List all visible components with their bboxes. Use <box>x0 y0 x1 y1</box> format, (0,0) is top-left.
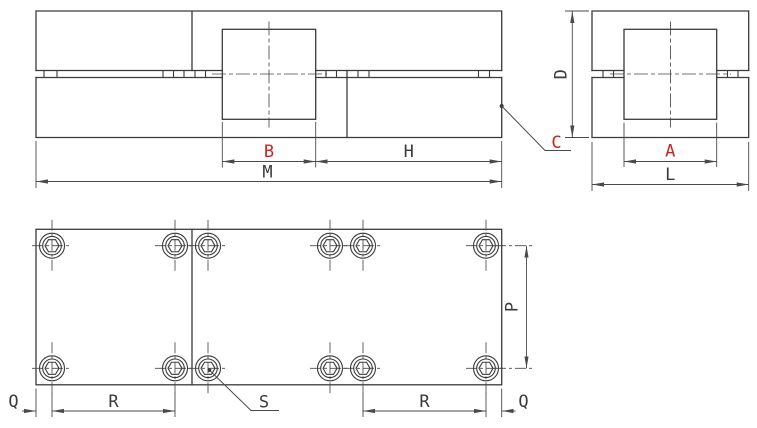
callout-label-S: S <box>259 393 269 413</box>
dimension-P: P <box>495 245 533 369</box>
screw-hole <box>31 341 73 395</box>
screw-hole <box>342 219 384 273</box>
front-view <box>35 10 503 139</box>
dimension-D: D <box>552 10 589 138</box>
plate-outline <box>35 228 503 386</box>
dimension-B: B <box>221 122 317 168</box>
callout-C: C <box>499 104 571 153</box>
dim-label-B: B <box>264 142 274 162</box>
dimension-L: L <box>591 142 750 191</box>
dimension-A: A <box>623 122 718 167</box>
screw-hole <box>31 219 73 273</box>
dim-label-D: D <box>552 69 572 79</box>
callout-S: S <box>207 368 279 413</box>
screw-hole <box>187 219 229 273</box>
side-view <box>591 10 750 139</box>
dimension-Q-left: Q <box>8 388 37 417</box>
screw-hole <box>342 341 384 395</box>
dim-label-P: P <box>503 302 523 312</box>
screw-hole <box>187 341 229 395</box>
dim-label-R-left: R <box>108 392 119 412</box>
dimension-M: M <box>35 141 502 188</box>
dimension-H: H <box>315 141 503 188</box>
dim-label-H: H <box>404 142 414 162</box>
dim-label-Q-right: Q <box>518 392 528 412</box>
dimension-R-right: R <box>362 392 487 417</box>
dim-label-M: M <box>262 163 272 183</box>
dim-label-R-right: R <box>419 392 430 412</box>
top-view <box>31 219 507 395</box>
dim-label-L: L <box>665 165 675 185</box>
dimension-Q-right: Q <box>501 388 529 417</box>
callout-label-C: C <box>551 133 561 153</box>
dim-label-A: A <box>665 142 675 162</box>
dim-label-Q-left: Q <box>8 392 18 412</box>
dimension-R-left: R <box>51 392 176 417</box>
